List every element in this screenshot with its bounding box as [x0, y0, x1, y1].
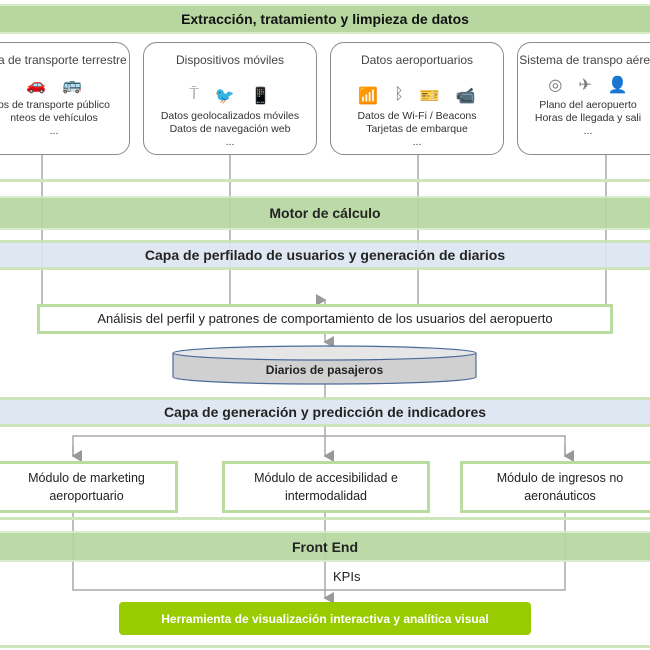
analysis-box: Análisis del perfil y patrones de compor…	[37, 304, 613, 334]
radar-icon: ◎	[548, 77, 563, 94]
source-line: ...	[49, 125, 59, 137]
motor-band: Motor de cálculo	[0, 196, 650, 230]
source-airport-data: Datos aeroportuarios 📶 ᛒ 🎫 📹 Datos de Wi-Fi…	[330, 42, 504, 155]
phone-icon: 📱	[250, 88, 271, 105]
divider	[0, 517, 650, 520]
source-line: Tarjetas de embarque	[366, 123, 468, 135]
car-icon: 🚗	[26, 77, 46, 94]
front-end-band: Front End	[0, 531, 650, 562]
source-title: Datos aeroportuarios	[360, 53, 474, 67]
source-line: Datos de navegación web	[169, 123, 291, 135]
source-line: Plano del aeropuerto	[539, 99, 637, 111]
antenna-icon: ⍑	[189, 86, 199, 103]
source-line: Datos geolocalizados móviles	[160, 110, 300, 122]
module-non-aero-revenue: Módulo de ingresos no aeronáuticos	[460, 461, 650, 513]
extraction-band: Extracción, tratamiento y limpieza de da…	[0, 4, 650, 34]
controller-icon: 👤	[607, 77, 628, 94]
twitter-icon: 🐦	[214, 88, 235, 105]
source-mobile-devices: Dispositivos móviles ⍑ 🐦 📱 Datos geolocali…	[143, 42, 317, 155]
kpis-label: KPIs	[333, 569, 361, 584]
boarding-card-icon: 🎫	[419, 88, 440, 105]
source-line: Horas de llegada y sali	[534, 112, 642, 124]
camera-icon: 📹	[455, 88, 476, 105]
visualization-tool-button[interactable]: Herramienta de visualización interactiva…	[119, 602, 531, 635]
source-title: Dispositivos móviles	[175, 53, 285, 67]
module-accessibility: Módulo de accesibilidad e intermodalidad	[222, 461, 430, 513]
source-title: Sistema de transpo aéreo	[519, 53, 650, 67]
indicators-layer-band: Capa de generación y predicción de indic…	[0, 397, 650, 427]
profiling-layer-band: Capa de perfilado de usuarios y generaci…	[0, 240, 650, 270]
source-line: ...	[583, 125, 593, 137]
source-line: ...	[225, 136, 235, 148]
source-air-transport: Sistema de transpo aéreo ◎ ✈ 👤 Plano del a…	[517, 42, 650, 155]
module-marketing: Módulo de marketing aeroportuario	[0, 461, 178, 513]
source-line: nteos de vehículos	[10, 112, 98, 124]
database-cylinder-icon	[172, 345, 477, 385]
wifi-icon: 📶	[358, 88, 379, 105]
source-line: ...	[412, 136, 422, 148]
plane-icon: ✈	[578, 77, 592, 94]
source-title: ema de transporte terrestre	[0, 53, 127, 67]
source-line: os de transporte público	[0, 99, 111, 111]
divider	[0, 179, 650, 182]
divider	[0, 645, 650, 648]
bus-train-icon: 🚌	[62, 77, 82, 94]
bluetooth-icon: ᛒ	[394, 86, 404, 103]
database-label: Diarios de pasajeros	[265, 363, 384, 377]
source-line: Datos de Wi-Fi / Beacons	[357, 110, 477, 122]
passenger-diaries-database: Diarios de pasajeros	[172, 345, 477, 385]
source-ground-transport: ema de transporte terrestre 🚗 🚌 os de tra…	[0, 42, 130, 155]
